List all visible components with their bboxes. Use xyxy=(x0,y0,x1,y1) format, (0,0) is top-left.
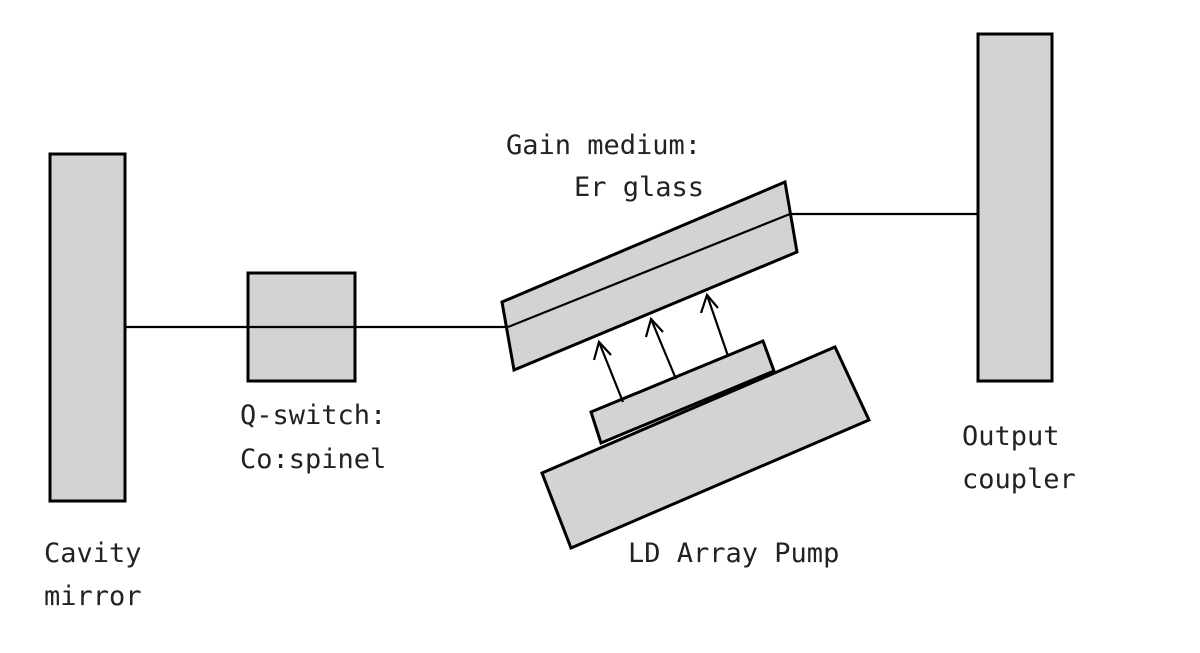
gain-medium xyxy=(500,179,799,373)
pump-arrow xyxy=(699,292,730,357)
pump-arrow xyxy=(592,339,625,403)
ld-array-pump-label: LD Array Pump xyxy=(628,538,839,569)
gain-medium-slab xyxy=(500,179,799,373)
output-coupler xyxy=(976,32,1054,383)
cavity-mirror-label-line1: Cavity xyxy=(44,538,142,569)
gain-medium-beam xyxy=(507,212,791,329)
cavity-mirror-label-line2: mirror xyxy=(44,581,142,612)
gain-medium-label-line1: Gain medium: xyxy=(506,130,701,161)
gain-medium-label-line2: Er glass xyxy=(574,172,704,203)
ld-pump-emitter xyxy=(589,339,776,446)
q-switch-label-line1: Q-switch: xyxy=(240,400,386,431)
pump-arrows xyxy=(592,292,730,403)
ld-array-pump xyxy=(540,339,872,550)
q-switch-label-line2: Co:spinel xyxy=(240,444,386,475)
output-coupler-label-line1: Output xyxy=(962,421,1060,452)
pump-arrow xyxy=(644,316,678,380)
ld-pump-base xyxy=(540,345,872,550)
output-coupler-label-line2: coupler xyxy=(962,464,1076,495)
cavity-mirror xyxy=(48,152,127,503)
